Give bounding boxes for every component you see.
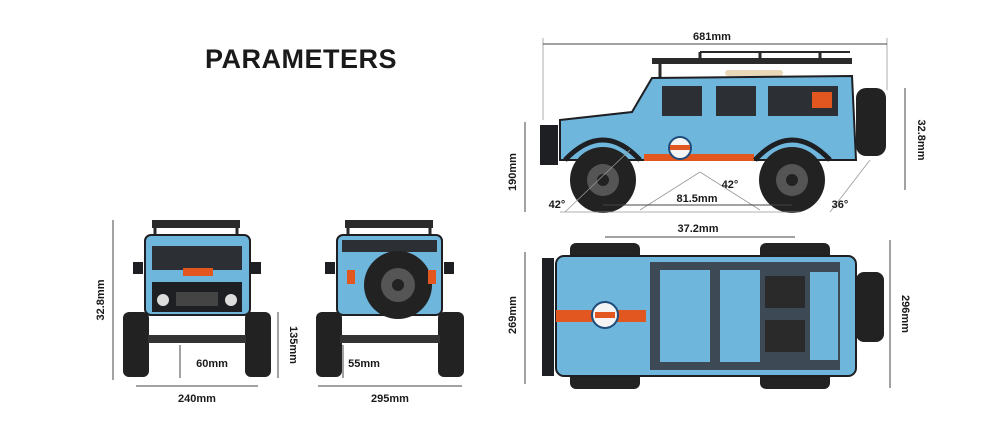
top-view-truck-icon xyxy=(542,243,884,389)
front-height-label: 32.8mm xyxy=(95,279,107,320)
top-outer-width-label: 296mm xyxy=(899,295,911,333)
departure-angle-label: 36° xyxy=(832,199,849,211)
front-view-truck-icon xyxy=(123,220,271,377)
rear-clearance-label: 55mm xyxy=(348,358,380,370)
page-title: PARAMETERS xyxy=(205,44,398,74)
side-length-label: 681mm xyxy=(693,31,731,43)
rear-width-label: 295mm xyxy=(371,393,409,405)
front-axle-height-label: 135mm xyxy=(287,326,299,364)
clearance-height-label: 190mm xyxy=(507,153,519,191)
side-height-label: 32.8mm xyxy=(915,120,927,161)
breakover-angle-label: 42° xyxy=(722,179,739,191)
rear-view-truck-icon xyxy=(316,220,464,377)
wheelbase-label: 81.5mm xyxy=(677,193,718,205)
front-track-label: 240mm xyxy=(178,393,216,405)
top-body-width-label: 269mm xyxy=(507,296,519,334)
top-length-label: 37.2mm xyxy=(678,223,719,235)
side-view-truck-icon xyxy=(540,51,886,213)
front-clearance-label: 60mm xyxy=(196,358,228,370)
approach-angle-label: 42° xyxy=(549,199,566,211)
